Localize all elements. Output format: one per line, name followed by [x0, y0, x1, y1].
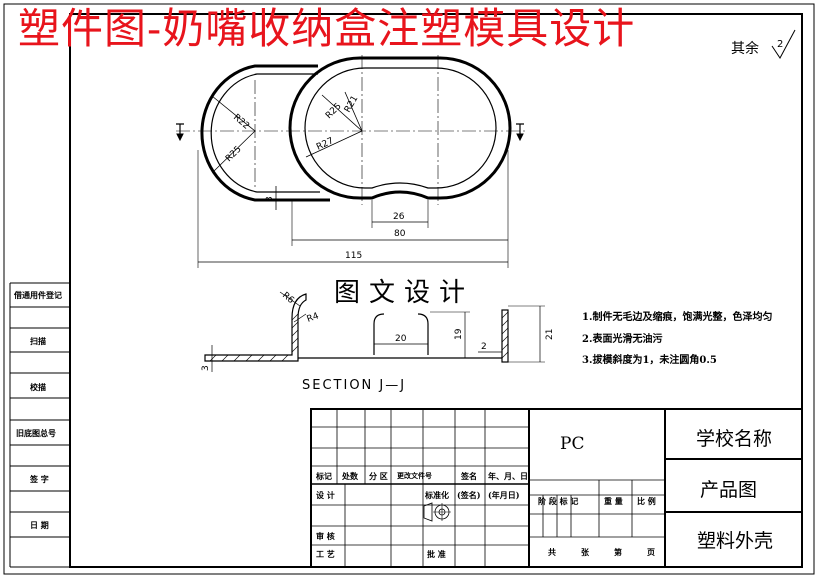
approve-label: 批 准: [427, 549, 446, 559]
process-label: 工 艺: [316, 549, 335, 559]
roughness-symbol: [771, 29, 796, 59]
stage-header-mark: 阶 段 标 记: [538, 496, 579, 506]
dim-19: 19: [454, 328, 464, 340]
margin-label-old-drawing: 旧底图总号: [16, 428, 56, 438]
capsule-outer: [288, 56, 512, 200]
dim-r25-top: R25: [324, 102, 344, 122]
top-view-dimension-text: R22 R25 R25 R21 R27 3 26 80 115: [224, 94, 406, 261]
margin-label-sign: 签 字: [30, 474, 49, 484]
school-name: 学校名称: [696, 428, 773, 450]
dim-r21: R21: [343, 94, 361, 114]
margin-label-scan: 扫描: [30, 336, 46, 346]
note-2: 2.表面光滑无油污: [582, 334, 663, 345]
left-bay-inner: [210, 73, 320, 193]
dim-20: 20: [395, 334, 407, 344]
rev-header-doc: 更改文件号: [397, 471, 432, 480]
stage-header-weight: 重 量: [604, 496, 623, 506]
drawing-type: 产品图: [700, 479, 758, 501]
left-bay-outer: [200, 64, 330, 202]
note-1: 1.制件无毛边及缩痕，饱满光整，色泽均匀: [582, 312, 773, 323]
section-middle-divider: [373, 313, 429, 355]
rev-header-zone: 分 区: [369, 471, 388, 481]
r4-leader: [293, 313, 307, 323]
sheet-no: 第: [614, 547, 622, 557]
rev-header-mark: 标记: [316, 471, 332, 481]
dim-r27: R27: [315, 136, 335, 153]
section-left-wall: [204, 293, 307, 362]
section-right-wall: [501, 309, 509, 363]
capsule-inner: [304, 67, 497, 189]
dim-r4: R4: [306, 311, 321, 325]
dim-26: 26: [393, 212, 405, 222]
dim-3-top: 3: [265, 196, 275, 202]
page-title: 塑件图-奶嘴收纳盒注塑模具设计: [18, 4, 636, 53]
left-margin-table: [9, 282, 70, 568]
design-label: 设 计: [316, 490, 335, 500]
r25-leader-left: [212, 130, 256, 173]
rev-header-count: 处数: [342, 471, 358, 481]
dim-115: 115: [345, 251, 362, 261]
section-dimension-text: R6 R4 3 20 19 2 21 SECTION J—J: [201, 291, 555, 393]
rev-header-sign: 签名: [461, 471, 477, 481]
dim-3-section: 3: [201, 365, 211, 371]
section-label: SECTION J—J: [302, 378, 406, 393]
material-value: PC: [560, 434, 585, 454]
sheet-unit-2: 页: [647, 547, 655, 557]
sheet-unit-1: 张: [581, 547, 589, 557]
r21-leader: [344, 91, 363, 132]
sign-label: (签名): [457, 490, 481, 500]
part-name: 塑料外壳: [697, 530, 774, 552]
other-text: 其余: [731, 41, 759, 57]
projection-symbol: [423, 502, 433, 522]
sheet-total: 共: [548, 547, 556, 557]
rev-header-date: 年、月、日: [488, 471, 528, 481]
standard-label: 标准化: [425, 490, 449, 500]
section-view: [204, 291, 545, 372]
dim-r6: R6: [280, 291, 296, 307]
section-arrow-left: [176, 133, 184, 142]
title-block: [310, 408, 803, 568]
dim-r22: R22: [231, 113, 251, 132]
dim-2: 2: [481, 342, 487, 352]
r27-leader: [305, 130, 363, 158]
outer-frame: [3, 3, 815, 575]
dim-r25-left: R25: [224, 145, 244, 165]
stage-header-scale: 比 例: [637, 496, 656, 506]
dim-80: 80: [394, 229, 406, 239]
watermark-text: 图文设计: [334, 278, 475, 308]
r22-leader: [211, 95, 256, 132]
margin-label-trace: 校描: [30, 382, 46, 392]
other-value: 2: [777, 39, 784, 51]
dim-21: 21: [545, 329, 555, 340]
section-arrow-right: [516, 133, 524, 142]
note-3: 3.拔模斜度为1，未注圆角0.5: [582, 355, 717, 366]
other-surface-label: 其余 2: [731, 38, 783, 58]
date-label: (年月日): [488, 490, 520, 500]
r6-leader: [279, 291, 301, 307]
review-label: 审 核: [316, 531, 335, 541]
r25-leader-top: [321, 94, 363, 132]
margin-label-date: 日 期: [30, 520, 49, 530]
margin-label-borrow: 借通用件登记: [14, 290, 62, 300]
top-view: [176, 55, 525, 268]
